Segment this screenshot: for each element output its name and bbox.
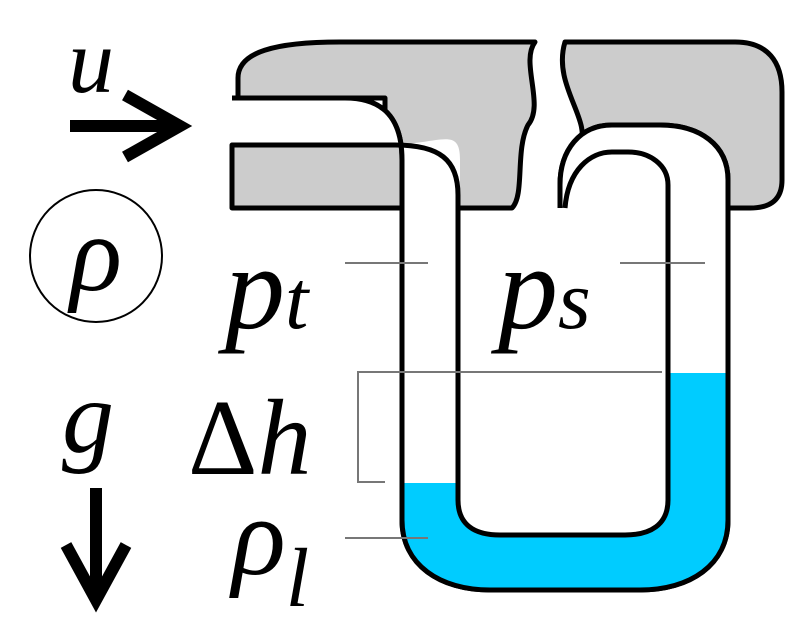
gravity-label: g bbox=[62, 360, 114, 475]
u-tube-outer-stroke bbox=[232, 95, 731, 593]
leader-lines bbox=[345, 262, 705, 539]
height-difference-symbol: h bbox=[257, 379, 311, 498]
liquid-density-symbol: ρ bbox=[229, 475, 286, 599]
liquid-density-label: ρl bbox=[229, 475, 309, 625]
u-tube-inner bbox=[232, 142, 671, 538]
arrow-right-icon bbox=[70, 89, 193, 163]
total-pressure-symbol: p bbox=[217, 221, 285, 354]
u-tube-fill bbox=[232, 100, 726, 588]
static-pressure-subscript: s bbox=[558, 254, 591, 347]
total-pressure-label: pt bbox=[217, 221, 311, 354]
height-difference-label: Δh bbox=[188, 379, 311, 498]
u-tube-manometer bbox=[232, 95, 731, 593]
height-difference-bracket bbox=[357, 371, 662, 483]
fluid-density-circle bbox=[29, 189, 163, 323]
total-pressure-subscript: t bbox=[285, 254, 311, 347]
liquid-density-subscript: l bbox=[286, 532, 309, 625]
static-pressure-symbol: p bbox=[490, 221, 558, 354]
static-pressure-label: ps bbox=[490, 221, 591, 354]
fluid-density-label: ρ bbox=[67, 195, 122, 314]
velocity-label: u bbox=[68, 10, 114, 112]
height-difference-delta: Δ bbox=[188, 379, 257, 498]
arrow-down-icon bbox=[60, 488, 132, 613]
